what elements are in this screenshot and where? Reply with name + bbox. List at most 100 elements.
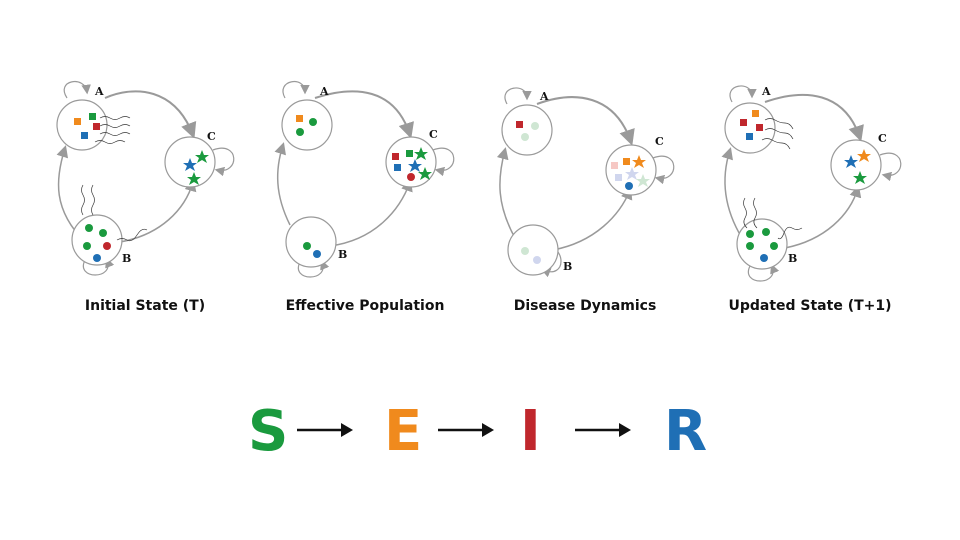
self-loop-b [82, 257, 115, 276]
travel-squiggle [764, 128, 794, 140]
individual-exposed [632, 155, 646, 168]
individual-infected [516, 121, 523, 128]
seir-letter-r: R [664, 399, 708, 464]
individual-susceptible [770, 242, 778, 250]
node-label-a: A [539, 90, 549, 103]
individual-recovered [394, 164, 401, 171]
travel-squiggle [99, 132, 131, 136]
individual-susceptible [406, 150, 413, 157]
travel-squiggle [116, 228, 148, 242]
node-b [736, 218, 788, 270]
node-label-c: C [429, 128, 438, 141]
self-loop-c [652, 155, 675, 185]
individual-recovered [183, 158, 197, 171]
edge-b-to-c [119, 179, 197, 243]
self-loop-b [297, 259, 330, 278]
network-diagram-initial: A C B [56, 80, 235, 276]
edge-b-to-c [329, 179, 413, 247]
individual-infected-faded [611, 162, 618, 169]
individual-recovered [408, 159, 422, 172]
edge-b-to-a [274, 142, 291, 226]
node-b [507, 224, 559, 276]
individual-susceptible [296, 128, 304, 136]
individual-susceptible [83, 242, 91, 250]
network-diagram-effective: A C B [274, 80, 455, 278]
self-loop-a [729, 85, 757, 103]
travel-squiggle [777, 226, 803, 240]
edge-b-to-c [784, 185, 862, 249]
travel-squiggle [99, 116, 131, 120]
individual-susceptible [414, 147, 428, 160]
individual-recovered [746, 133, 753, 140]
individual-faded [625, 167, 639, 180]
edge-a-to-c [104, 90, 197, 139]
node-c [830, 139, 882, 191]
individual-recovered [760, 254, 768, 262]
individual-faded [533, 256, 541, 264]
individual-susceptible-faded [531, 122, 539, 130]
node-a [281, 99, 333, 151]
node-a [724, 102, 776, 154]
individual-susceptible [309, 118, 317, 126]
seir-letter-e: E [384, 399, 423, 464]
individual-susceptible [195, 150, 209, 163]
individual-susceptible [762, 228, 770, 236]
travel-squiggle [81, 184, 85, 216]
travel-squiggle [743, 197, 748, 229]
individual-susceptible [85, 224, 93, 232]
individual-susceptible [89, 113, 96, 120]
individual-susceptible [746, 230, 754, 238]
node-b [71, 214, 123, 266]
edge-a-to-c [314, 90, 414, 139]
edge-b-to-a [721, 147, 743, 239]
arrow-right-icon [297, 423, 353, 437]
caption-updated-state: Updated State (T+1) [728, 298, 892, 314]
individual-exposed [857, 149, 871, 162]
individual-susceptible [746, 242, 754, 250]
panel-disease-dynamics: A C B Disease Dynamics [485, 70, 685, 330]
self-loop-a [504, 87, 532, 105]
travel-squiggle [753, 197, 758, 229]
node-label-a: A [319, 85, 329, 98]
individual-susceptible-faded [636, 174, 650, 187]
panel-updated-state: A C B Updated State (T+1) [710, 70, 910, 330]
individual-infected [93, 123, 100, 130]
self-loop-b [747, 263, 780, 282]
arrow-right-icon [575, 423, 631, 437]
individual-susceptible [418, 167, 432, 180]
caption-disease-dynamics: Disease Dynamics [513, 298, 657, 314]
individual-infected [407, 173, 415, 181]
node-label-b: B [338, 248, 347, 261]
individual-exposed [623, 158, 630, 165]
panel-effective-population: A C B Effective Population [265, 70, 465, 330]
travel-squiggle [94, 140, 126, 144]
travel-squiggle [764, 118, 794, 130]
individual-susceptible [99, 229, 107, 237]
individual-recovered [313, 250, 321, 258]
network-diagram-dynamics: A C B [496, 87, 675, 278]
individual-exposed [74, 118, 81, 125]
edge-b-to-c [552, 187, 633, 251]
self-loop-a [63, 80, 91, 99]
individual-exposed [752, 110, 759, 117]
node-label-c: C [655, 135, 664, 148]
arrow-right-icon [438, 423, 494, 437]
node-label-c: C [878, 132, 887, 145]
seir-legend: S E I R [0, 400, 960, 470]
self-loop-c [879, 152, 902, 182]
node-a [501, 104, 553, 156]
node-label-a: A [761, 85, 771, 98]
individual-infected [103, 242, 111, 250]
caption-initial-state: Initial State (T) [84, 298, 206, 314]
individual-exposed [296, 115, 303, 122]
node-b [285, 216, 337, 268]
node-label-a: A [94, 85, 104, 98]
individual-recovered [625, 182, 633, 190]
individual-recovered [81, 132, 88, 139]
self-loop-c [212, 147, 235, 177]
individual-susceptible [303, 242, 311, 250]
individual-susceptible [187, 172, 201, 185]
edge-a-to-c [764, 93, 864, 142]
individual-recovered [93, 254, 101, 262]
travel-squiggle [91, 184, 95, 216]
